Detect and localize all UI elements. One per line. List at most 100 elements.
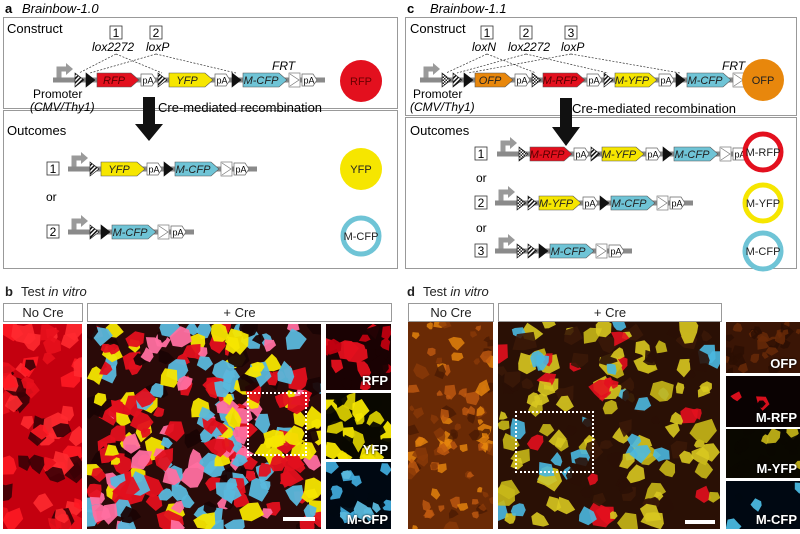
panel-a-cre-label: Cre-mediated recombination: [158, 100, 322, 115]
cell: [380, 499, 391, 511]
cell: [477, 419, 484, 426]
cell: [306, 324, 321, 335]
panel-d-channel-myfp: M-YFP: [726, 429, 800, 478]
frt-site-icon: [288, 72, 301, 88]
cell: [327, 338, 342, 355]
cell: [695, 485, 712, 503]
cell: [555, 395, 574, 413]
cell: [510, 503, 526, 517]
gene-label: M-CFP: [688, 75, 723, 87]
cell: [504, 371, 521, 388]
cell: [177, 375, 193, 391]
cell: [610, 511, 618, 519]
panel-a-letter: a: [5, 1, 13, 16]
cell: [436, 430, 453, 448]
cell: [359, 324, 385, 350]
cell: [287, 324, 300, 332]
lox-site-black-icon: [662, 146, 673, 162]
promoter-arrow-icon: [423, 66, 434, 78]
cell: [487, 443, 493, 456]
cell: [282, 425, 308, 446]
panel-c-cre-label: Cre-mediated recombination: [572, 101, 736, 116]
cell: [708, 491, 720, 503]
cell: [606, 363, 617, 375]
channel-label: M-YFP: [756, 461, 797, 476]
cell: [125, 331, 145, 348]
cell: [655, 340, 668, 354]
cell: [794, 460, 800, 470]
cell: [4, 395, 23, 413]
cell: [170, 500, 185, 514]
cell: [43, 335, 62, 355]
polya-label: pA: [517, 76, 528, 86]
micrograph: [326, 393, 391, 459]
cell: [241, 324, 255, 336]
cell: [408, 424, 420, 436]
cell: [653, 491, 664, 501]
panel-a-promoter-sub: (CMV/Thy1): [30, 100, 95, 114]
cell: [356, 361, 372, 379]
cell: [196, 356, 214, 371]
cell: [766, 429, 781, 444]
cell: [430, 488, 441, 500]
cell: [20, 416, 34, 430]
cell: [479, 350, 492, 364]
lox-site-black-icon: [538, 243, 549, 259]
lox-connector-line: [486, 53, 537, 74]
cell: [761, 352, 769, 359]
panel-d-cre-image: [498, 322, 720, 529]
micrograph: [726, 481, 800, 529]
panel-a-construct-box: [3, 17, 398, 109]
cell: [179, 461, 205, 488]
polya-label: pA: [149, 165, 160, 175]
cell: [669, 411, 684, 425]
panel-b-plus-cre-header: + Cre: [87, 303, 392, 322]
lox-site-black-icon: [599, 195, 610, 211]
promoter-arrow-icon: [56, 66, 67, 78]
cell: [254, 442, 272, 457]
cell: [531, 512, 550, 527]
polya-label: pA: [735, 150, 746, 160]
gene-cassette: [538, 195, 582, 211]
gene-cassette: [601, 146, 645, 162]
polya-signal: [140, 73, 157, 87]
gene-cassette: [96, 72, 140, 88]
lox-connector-line: [115, 53, 163, 74]
polya-label: pA: [585, 199, 596, 209]
cell: [202, 417, 219, 435]
micrograph: [726, 429, 800, 478]
cell: [622, 388, 638, 404]
cell: [768, 481, 778, 489]
cell: [122, 433, 141, 454]
circle-label: M-RFP: [746, 147, 781, 159]
panel-b-scale-bar: [283, 517, 315, 521]
cell: [468, 429, 483, 441]
cell: [231, 490, 250, 508]
cell: [3, 483, 13, 501]
gene-label: M-RFP: [543, 75, 578, 87]
cell: [765, 347, 779, 356]
cell: [225, 406, 242, 431]
panel-b-inset-box: [247, 392, 307, 456]
cell: [539, 424, 555, 437]
gene-cassette: [474, 72, 514, 88]
cell: [644, 482, 667, 500]
channel-label: M-RFP: [755, 410, 797, 425]
polya-label: pA: [611, 247, 622, 257]
cell: [182, 344, 201, 359]
cell: [24, 359, 36, 371]
cell: [473, 358, 480, 365]
polya-signal: [146, 162, 163, 176]
number-label: 3: [568, 26, 575, 40]
cell: [451, 352, 464, 362]
cell: [331, 359, 344, 374]
cell: [779, 339, 791, 349]
polya-label: pA: [576, 150, 587, 160]
cell: [602, 399, 618, 415]
cell: [430, 414, 439, 425]
cell: [634, 397, 652, 411]
cell: [434, 364, 446, 380]
cell: [179, 493, 195, 509]
cell: [750, 353, 760, 363]
